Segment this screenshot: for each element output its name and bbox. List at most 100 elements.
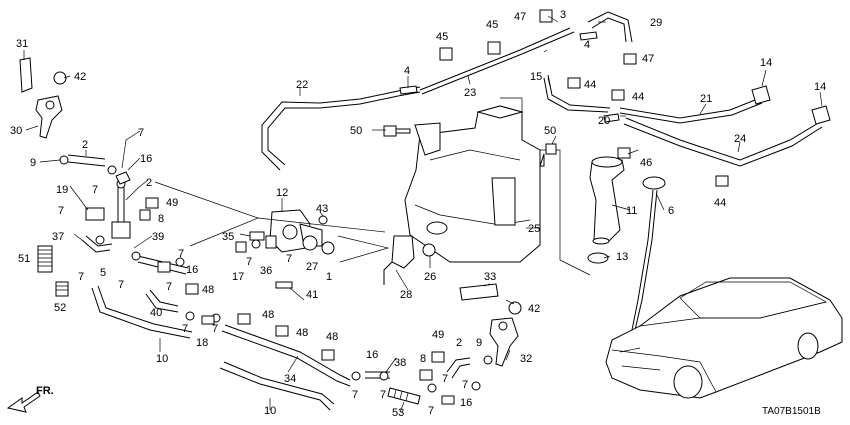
callout-10-left: 10 bbox=[156, 353, 168, 365]
coil-52 bbox=[55, 281, 69, 297]
clip-46 bbox=[617, 147, 631, 159]
callout-44-b: 44 bbox=[632, 91, 644, 103]
car-illustration bbox=[605, 277, 843, 399]
joint-5 bbox=[111, 221, 131, 239]
hose-24-a bbox=[625, 117, 821, 161]
clip-49-left bbox=[145, 197, 159, 209]
callout-49-right: 49 bbox=[432, 329, 444, 341]
callout-14-left: 14 bbox=[760, 57, 772, 69]
assembly-frame-right bbox=[337, 235, 390, 263]
callout-31: 31 bbox=[16, 38, 28, 50]
hose-2-left bbox=[67, 154, 106, 167]
nozzle-30 bbox=[35, 95, 63, 139]
clip-44-b bbox=[611, 89, 625, 101]
hose-34 bbox=[221, 324, 351, 387]
callout-16-right: 16 bbox=[460, 397, 472, 409]
callout-12: 12 bbox=[276, 187, 288, 199]
leader-lines bbox=[23, 15, 823, 413]
callout-5: 5 bbox=[100, 267, 106, 279]
hose-29-b bbox=[591, 17, 627, 43]
clip-48-c bbox=[275, 325, 289, 337]
hose-15-b bbox=[543, 77, 609, 113]
clamp-7-d bbox=[131, 251, 141, 261]
callout-7-n: 7 bbox=[428, 405, 434, 417]
callout-26: 26 bbox=[424, 271, 436, 283]
callout-2-left: 2 bbox=[82, 139, 88, 151]
clip-45-a bbox=[439, 47, 453, 61]
joint-4-b bbox=[579, 31, 598, 41]
clamp-7-j bbox=[427, 383, 437, 393]
callout-16-left: 16 bbox=[140, 153, 152, 165]
grommet-26 bbox=[422, 243, 436, 257]
clip-47-top bbox=[539, 9, 553, 23]
joint-19 bbox=[85, 207, 105, 221]
callout-7-i: 7 bbox=[212, 323, 218, 335]
grommet-1 bbox=[321, 241, 335, 255]
clip-36 bbox=[265, 235, 277, 249]
nozzle-14-right bbox=[811, 105, 831, 125]
callout-7-g: 7 bbox=[166, 281, 172, 293]
callout-28: 28 bbox=[400, 289, 412, 301]
callout-7-a: 7 bbox=[138, 127, 144, 139]
callout-6: 6 bbox=[668, 205, 674, 217]
callout-35: 35 bbox=[222, 231, 234, 243]
cap-42-right bbox=[508, 301, 522, 315]
callout-47-right: 47 bbox=[642, 53, 654, 65]
clip-49-right bbox=[431, 351, 445, 363]
callout-53: 53 bbox=[392, 407, 404, 419]
callout-46: 46 bbox=[640, 157, 652, 169]
clamp-7-f bbox=[185, 311, 195, 321]
callout-14-right: 14 bbox=[814, 81, 826, 93]
callout-42-left: 42 bbox=[74, 71, 86, 83]
clamp-7-h bbox=[351, 371, 361, 381]
callout-7-b: 7 bbox=[92, 184, 98, 196]
bolt-50-right bbox=[539, 143, 557, 167]
hose-24-b bbox=[623, 123, 823, 167]
callout-20: 20 bbox=[598, 115, 610, 127]
callout-18: 18 bbox=[196, 337, 208, 349]
callout-44-c: 44 bbox=[714, 197, 726, 209]
part-callouts: 31 42 30 9 2 7 16 7 2 19 7 49 8 37 39 51… bbox=[10, 9, 826, 419]
callout-52: 52 bbox=[54, 302, 66, 314]
clip-16-right bbox=[441, 395, 455, 405]
callout-42-right: 42 bbox=[528, 303, 540, 315]
clamp-9-right bbox=[483, 355, 493, 365]
clip-48-a bbox=[185, 283, 199, 295]
callout-45-b: 45 bbox=[486, 19, 498, 31]
callout-22: 22 bbox=[296, 79, 308, 91]
clip-8-right bbox=[419, 369, 433, 381]
hose-21-b bbox=[619, 102, 763, 124]
hose-23-b bbox=[421, 31, 575, 95]
clamp-7-l bbox=[251, 239, 261, 249]
gasket-33 bbox=[459, 283, 499, 301]
callout-7-m: 7 bbox=[380, 389, 386, 401]
clamp-7-c bbox=[95, 235, 105, 245]
clip-35 bbox=[249, 231, 265, 241]
callout-13: 13 bbox=[616, 251, 628, 263]
callout-32: 32 bbox=[520, 353, 532, 365]
callout-50-right: 50 bbox=[544, 125, 556, 137]
callout-23: 23 bbox=[464, 87, 476, 99]
callout-15: 15 bbox=[530, 71, 542, 83]
callout-38: 38 bbox=[394, 357, 406, 369]
callout-11: 11 bbox=[626, 205, 637, 217]
callout-7-p: 7 bbox=[462, 379, 468, 391]
callout-4-left: 4 bbox=[404, 65, 410, 77]
hose-2-right bbox=[446, 357, 471, 379]
callout-2-right: 2 bbox=[456, 337, 462, 349]
clip-47-right bbox=[623, 53, 637, 65]
seal-27 bbox=[302, 235, 318, 251]
callout-8-left: 8 bbox=[158, 213, 164, 225]
callout-10-bottom: 10 bbox=[264, 405, 276, 417]
clip-16-left bbox=[115, 171, 131, 185]
callout-24: 24 bbox=[734, 133, 746, 145]
callout-50-left: 50 bbox=[350, 125, 362, 137]
clamp-7-a bbox=[107, 165, 117, 175]
callout-7-k: 7 bbox=[286, 253, 292, 265]
hose-21-a bbox=[619, 97, 761, 119]
callout-7-d: 7 bbox=[78, 271, 84, 283]
filler-neck bbox=[589, 156, 625, 245]
callout-48-a: 48 bbox=[202, 284, 214, 296]
hose-22-b bbox=[261, 86, 421, 171]
